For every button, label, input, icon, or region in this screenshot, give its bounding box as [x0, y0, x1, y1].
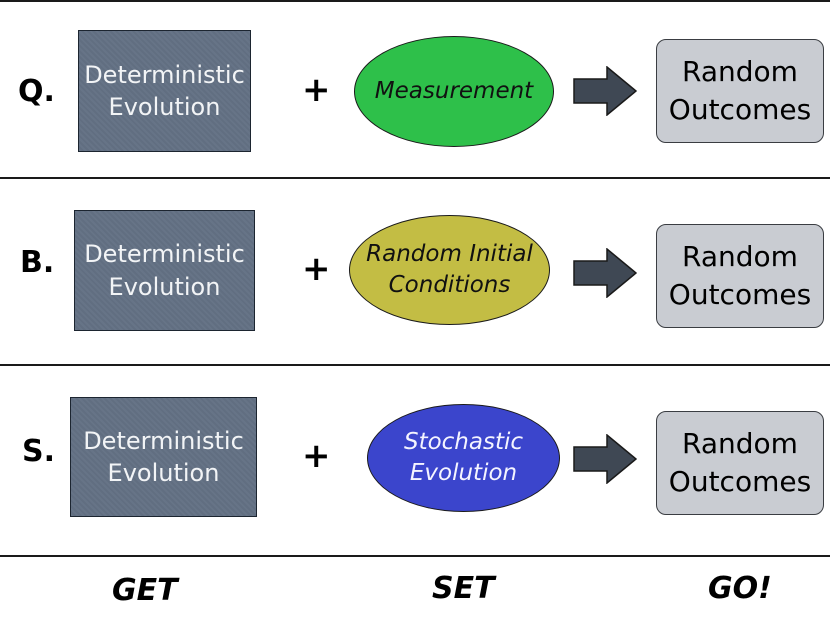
ellipse-line-1: Random Initial [366, 240, 533, 267]
divider-1 [0, 177, 830, 179]
footer-go: GO! [708, 571, 772, 606]
evolution-line-2: Evolution [107, 459, 220, 487]
evolution-line-1: Deterministic [84, 240, 245, 269]
random-outcomes-box-s: Random Outcomes [656, 411, 824, 515]
outcome-line-1: Random [682, 55, 798, 89]
row-label-b: B. [20, 245, 55, 280]
right-arrow-icon [573, 248, 637, 298]
right-arrow-icon [573, 66, 637, 116]
deterministic-evolution-box-b: Deterministic Evolution [74, 210, 255, 331]
ellipse-line-1: Measurement [374, 77, 534, 104]
evolution-line-2: Evolution [108, 93, 221, 121]
right-arrow-icon [573, 434, 637, 484]
measurement-ellipse: Measurement [354, 36, 554, 147]
row-label-s: S. [22, 434, 56, 469]
ellipse-line-2: Evolution [409, 460, 518, 486]
outcome-line-2: Outcomes [668, 278, 812, 311]
ellipse-line-1: Stochastic [403, 428, 524, 455]
divider-top [0, 0, 830, 2]
outcome-line-1: Random [682, 240, 798, 274]
evolution-line-1: Deterministic [84, 60, 245, 89]
plus-sign-b: + [302, 249, 331, 289]
footer-get: GET [112, 573, 178, 608]
random-outcomes-box-b: Random Outcomes [656, 224, 824, 328]
plus-sign-q: + [302, 70, 331, 110]
random-outcomes-box-q: Random Outcomes [656, 39, 824, 143]
stochastic-evolution-ellipse: Stochastic Evolution [367, 404, 560, 512]
evolution-line-1: Deterministic [83, 426, 244, 455]
plus-sign-s: + [302, 436, 331, 476]
deterministic-evolution-box-s: Deterministic Evolution [70, 397, 257, 517]
footer-set: SET [432, 571, 495, 606]
row-label-q: Q. [18, 74, 55, 109]
divider-2 [0, 364, 830, 366]
deterministic-evolution-box-q: Deterministic Evolution [78, 30, 251, 152]
ellipse-line-2: Conditions [388, 272, 511, 298]
divider-3 [0, 555, 830, 557]
outcome-line-2: Outcomes [668, 93, 812, 126]
outcome-line-1: Random [682, 427, 798, 461]
outcome-line-2: Outcomes [668, 465, 812, 498]
evolution-line-2: Evolution [108, 272, 221, 301]
random-initial-conditions-ellipse: Random Initial Conditions [349, 215, 550, 325]
